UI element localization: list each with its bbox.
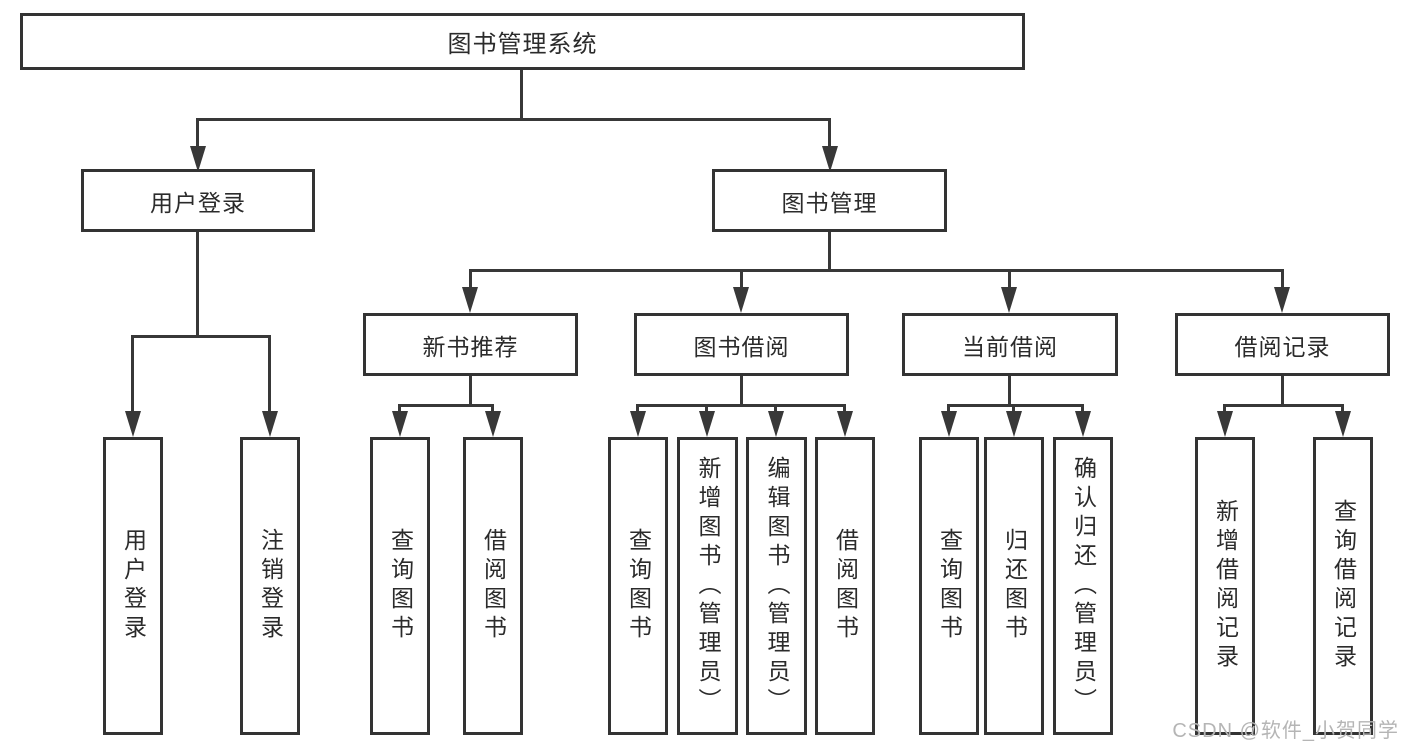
connector-user-login-split <box>131 335 271 338</box>
node-leaf-confirm-return: 确认归还（管理员） <box>1053 437 1113 735</box>
node-leaf-query-borrow-record-label: 查询借阅记录 <box>1330 499 1357 673</box>
connector-borrow-record-split <box>1223 404 1344 407</box>
node-leaf-logout: 注销登录 <box>240 437 300 735</box>
arrow-head-to-leaf-add-borrow-record <box>1217 411 1233 437</box>
connector-current-borrow-trunk <box>1008 373 1011 406</box>
node-leaf-logout-label: 注销登录 <box>257 528 284 644</box>
arrow-line-to-leaf-confirm-return <box>1081 404 1084 414</box>
arrow-line-to-leaf-add-borrow-record <box>1223 404 1226 414</box>
node-user-login-label: 用户登录 <box>150 189 246 216</box>
arrow-line-to-leaf-borrow-book <box>843 404 846 414</box>
node-book-mgmt-label: 图书管理 <box>781 189 878 216</box>
node-book-mgmt: 图书管理 <box>712 169 947 232</box>
node-root-label: 图书管理系统 <box>447 31 598 58</box>
node-leaf-query-book-borrow: 查询图书 <box>608 437 668 735</box>
arrow-head-to-leaf-query-book-borrow <box>630 411 646 437</box>
node-leaf-query-book-rec: 查询图书 <box>370 437 430 735</box>
connector-book-mgmt-split <box>469 269 1284 272</box>
node-new-book-rec-label: 新书推荐 <box>422 333 519 360</box>
node-current-borrow-label: 当前借阅 <box>962 333 1058 360</box>
node-leaf-add-borrow-record: 新增借阅记录 <box>1195 437 1255 735</box>
arrow-line-to-leaf-query-book-rec <box>398 404 401 414</box>
node-leaf-borrow-book-rec-label: 借阅图书 <box>480 528 507 644</box>
connector-book-borrow-split <box>636 404 846 407</box>
connector-book-mgmt-trunk <box>828 229 831 271</box>
node-leaf-query-book-borrow-label: 查询图书 <box>625 528 652 644</box>
arrow-head-to-leaf-confirm-return <box>1075 411 1091 437</box>
arrow-line-to-leaf-borrow-book-rec <box>491 404 494 414</box>
arrow-line-to-book-mgmt <box>828 118 831 148</box>
arrow-line-to-leaf-query-book-current <box>947 404 950 414</box>
node-borrow-record-label: 借阅记录 <box>1234 333 1331 360</box>
arrow-head-to-current-borrow <box>1001 287 1017 313</box>
arrow-head-to-leaf-borrow-book <box>837 411 853 437</box>
arrow-line-to-leaf-query-book-borrow <box>636 404 639 414</box>
arrow-head-to-book-borrow <box>733 287 749 313</box>
arrow-line-to-leaf-user-login <box>131 335 134 413</box>
arrow-line-to-borrow-record <box>1281 269 1284 289</box>
connector-root-split <box>196 118 831 121</box>
arrow-head-to-leaf-add-book <box>699 411 715 437</box>
node-borrow-record: 借阅记录 <box>1175 313 1390 376</box>
arrow-line-to-book-borrow <box>740 269 743 289</box>
node-leaf-query-book-current: 查询图书 <box>919 437 979 735</box>
arrow-head-to-leaf-borrow-book-rec <box>485 411 501 437</box>
node-leaf-add-book: 新增图书（管理员） <box>677 437 738 735</box>
arrow-head-to-leaf-query-book-rec <box>392 411 408 437</box>
node-leaf-user-login-label: 用户登录 <box>120 528 147 644</box>
node-book-borrow: 图书借阅 <box>634 313 849 376</box>
node-leaf-edit-book-label: 编辑图书（管理员） <box>764 455 790 717</box>
arrow-head-to-leaf-user-login <box>125 411 141 437</box>
arrow-line-to-leaf-query-borrow-record <box>1341 404 1344 414</box>
node-book-borrow-label: 图书借阅 <box>693 333 790 360</box>
node-leaf-user-login: 用户登录 <box>103 437 163 735</box>
node-leaf-borrow-book-label: 借阅图书 <box>832 528 859 644</box>
arrow-line-to-leaf-logout <box>268 335 271 413</box>
node-leaf-borrow-book-rec: 借阅图书 <box>463 437 523 735</box>
node-current-borrow: 当前借阅 <box>902 313 1118 376</box>
connector-borrow-record-trunk <box>1281 373 1284 406</box>
csdn-watermark: CSDN @软件_小贺同学 <box>1172 720 1399 742</box>
arrow-head-to-leaf-edit-book <box>768 411 784 437</box>
arrow-head-to-leaf-logout <box>262 411 278 437</box>
node-leaf-query-book-rec-label: 查询图书 <box>387 528 414 644</box>
node-leaf-confirm-return-label: 确认归还（管理员） <box>1070 455 1097 717</box>
node-leaf-edit-book: 编辑图书（管理员） <box>746 437 807 735</box>
connector-user-login-trunk <box>196 229 199 337</box>
connector-current-borrow-split <box>947 404 1084 407</box>
arrow-head-to-user-login <box>190 146 206 172</box>
connector-book-borrow-trunk <box>740 373 743 406</box>
arrow-head-to-new-book-rec <box>462 287 478 313</box>
node-leaf-borrow-book: 借阅图书 <box>815 437 875 735</box>
node-root: 图书管理系统 <box>20 13 1025 70</box>
node-leaf-return-book: 归还图书 <box>984 437 1044 735</box>
node-leaf-query-borrow-record: 查询借阅记录 <box>1313 437 1373 735</box>
arrow-line-to-leaf-edit-book <box>774 404 777 414</box>
connector-root-trunk <box>520 67 523 119</box>
node-leaf-add-book-label: 新增图书（管理员） <box>695 455 721 717</box>
connector-new-book-rec-trunk <box>469 373 472 406</box>
node-new-book-rec: 新书推荐 <box>363 313 578 376</box>
arrow-head-to-book-mgmt <box>822 146 838 172</box>
arrow-line-to-user-login <box>196 118 199 148</box>
node-user-login: 用户登录 <box>81 169 315 232</box>
node-leaf-query-book-current-label: 查询图书 <box>936 528 963 644</box>
arrow-head-to-borrow-record <box>1274 287 1290 313</box>
arrow-line-to-current-borrow <box>1008 269 1011 289</box>
connector-new-book-rec-split <box>398 404 494 407</box>
arrow-head-to-leaf-query-book-current <box>941 411 957 437</box>
node-leaf-add-borrow-record-label: 新增借阅记录 <box>1212 499 1239 673</box>
arrow-head-to-leaf-query-borrow-record <box>1335 411 1351 437</box>
arrow-head-to-leaf-return-book <box>1006 411 1022 437</box>
arrow-line-to-new-book-rec <box>469 269 472 289</box>
node-leaf-return-book-label: 归还图书 <box>1001 528 1028 644</box>
arrow-line-to-leaf-add-book <box>705 404 708 414</box>
arrow-line-to-leaf-return-book <box>1012 404 1015 414</box>
